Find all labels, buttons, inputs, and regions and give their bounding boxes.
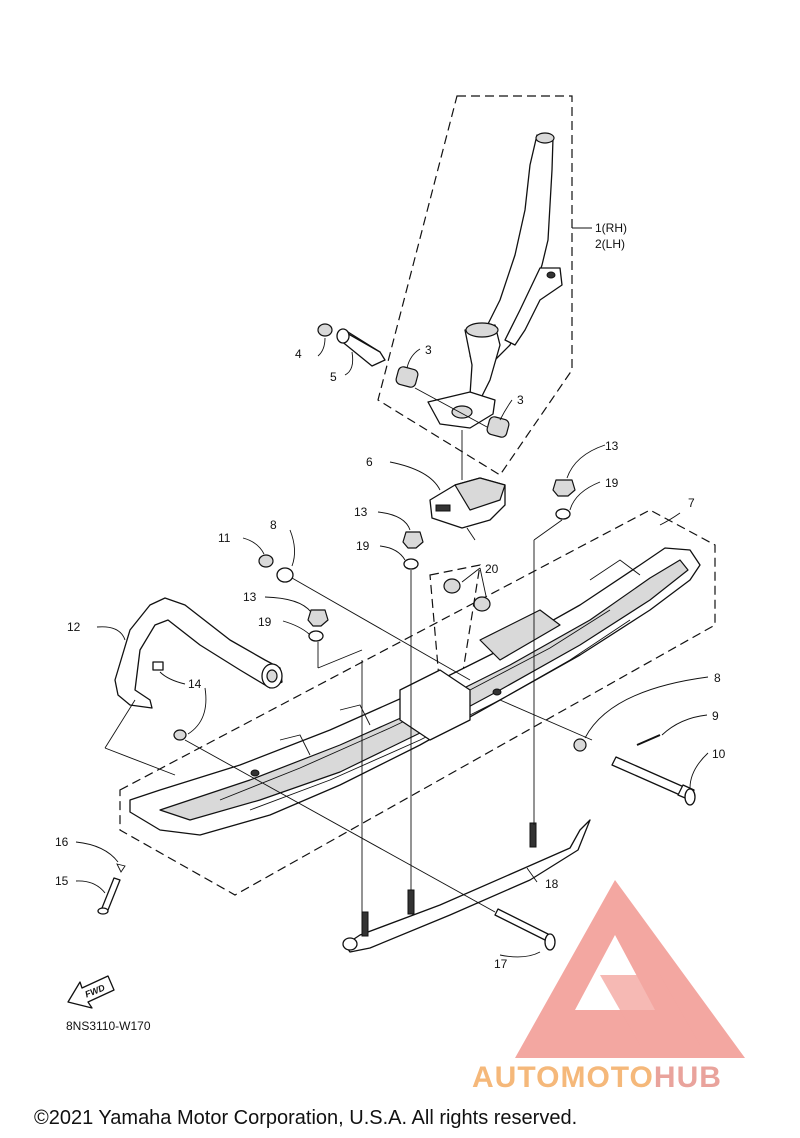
callout-19-left: 19 (258, 615, 272, 629)
watermark-inner-icon (600, 975, 700, 1045)
callout-11: 11 (218, 531, 231, 545)
washer-8-upper (276, 567, 294, 583)
fwd-arrow-icon: FWD (67, 975, 115, 1009)
washer-19-mid (403, 558, 419, 570)
nut-14 (173, 729, 187, 741)
nut-11 (258, 554, 274, 568)
callout-16: 16 (55, 835, 69, 849)
runner-18 (342, 819, 591, 953)
clip-12 (152, 661, 164, 671)
callout-1: 1(RH) (595, 221, 627, 235)
callout-19-mid: 19 (356, 539, 370, 553)
bushing-3-lower (486, 416, 510, 438)
collar-4 (317, 323, 333, 337)
shaft-5 (336, 328, 386, 367)
callout-4: 4 (295, 347, 302, 361)
washer-16 (116, 863, 126, 873)
callout-3-lower: 3 (517, 393, 524, 407)
callout-13-mid: 13 (354, 505, 368, 519)
watermark-logo (515, 880, 745, 1058)
bolt-17 (494, 908, 556, 951)
bolt-10 (611, 756, 696, 806)
ski-7 (129, 547, 701, 836)
collar-20-b (473, 596, 491, 612)
callout-20: 20 (485, 562, 499, 576)
callout-9: 9 (712, 709, 719, 723)
watermark-part2: HUB (654, 1061, 722, 1094)
callout-19-top: 19 (605, 476, 619, 490)
callout-13-left: 13 (243, 590, 257, 604)
nut-13-top (552, 479, 576, 497)
washer-19-top (555, 508, 571, 520)
diagram-code: 8NS3110-W170 (66, 1019, 151, 1033)
callout-10: 10 (712, 747, 726, 761)
damper-6 (429, 477, 506, 529)
callout-8-upper: 8 (270, 518, 277, 532)
callout-5: 5 (330, 370, 337, 384)
callout-7: 7 (688, 496, 695, 510)
callout-15: 15 (55, 874, 69, 888)
collar-20-a (443, 578, 461, 594)
bolt-15 (97, 877, 121, 915)
washer-8-lower (573, 738, 587, 752)
washer-19-left (308, 630, 324, 642)
callout-8-lower: 8 (714, 671, 721, 685)
dashed-outline-hardware (429, 564, 481, 691)
callout-13-top: 13 (605, 439, 619, 453)
nut-13-left (307, 609, 329, 627)
dashed-outline-ski (119, 509, 716, 896)
handle-12 (114, 597, 283, 709)
callout-2: 2(LH) (595, 237, 625, 251)
dashed-outline-spindle (377, 95, 573, 476)
nut-13-mid (402, 531, 424, 549)
watermark-text: AUTOMOTOHUB (472, 1061, 722, 1094)
pin-9 (636, 734, 661, 746)
copyright-text: ©2021 Yamaha Motor Corporation, U.S.A. A… (34, 1107, 577, 1129)
watermark-triangle-icon (515, 880, 745, 1058)
callout-12: 12 (67, 620, 81, 634)
callout-17: 17 (494, 957, 508, 971)
spindle-part (427, 132, 563, 429)
callout-18: 18 (545, 877, 559, 891)
callout-6: 6 (366, 455, 373, 469)
callout-14: 14 (188, 677, 202, 691)
bushing-3-upper (395, 366, 419, 388)
watermark-part1: AUTOMOTO (472, 1061, 654, 1094)
callout-3-upper: 3 (425, 343, 432, 357)
